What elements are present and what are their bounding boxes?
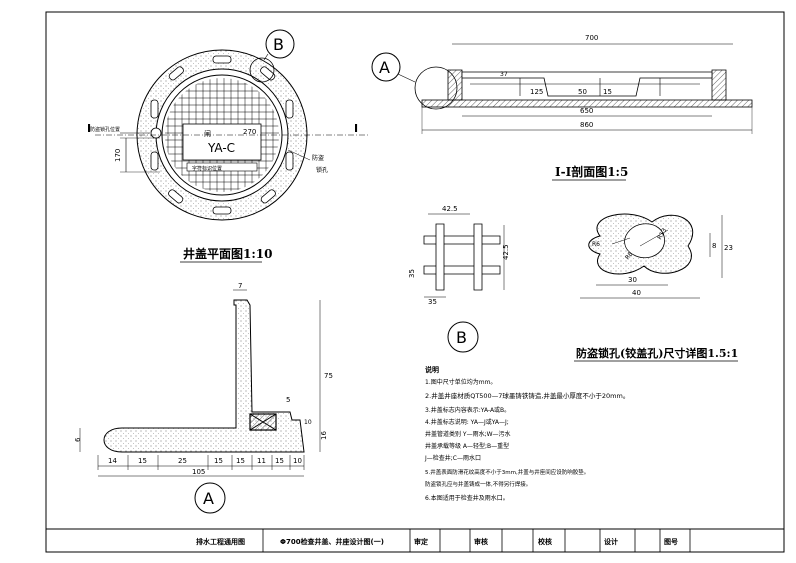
- dim-8: 8: [712, 242, 716, 250]
- dim-r6: R6: [592, 241, 600, 248]
- lock-caption: 防盗锁孔(铰盖孔)尺寸详图1.5:1: [576, 346, 738, 360]
- note-line-10: 6.本图适用于检查井及雨水口。: [425, 494, 509, 502]
- title-cell-4: 审核: [474, 537, 488, 546]
- callout-a-target: [414, 66, 458, 110]
- dim-42-5-h: 42.5: [442, 205, 458, 213]
- section-view: 700 37 125 50 15 650 860 A I-I剖面图1:5: [371, 34, 753, 181]
- callout-b2-circle: [447, 321, 479, 353]
- title-cell-6: 设计: [604, 537, 618, 546]
- section-caption: I-I剖面图1:5: [555, 164, 628, 179]
- plan-view: 闸 YA-C 270 字符标识位置 I I 170 防盗锁孔位置 防盗 锁孔 B…: [87, 29, 370, 263]
- dim-75: 75: [324, 372, 333, 380]
- bottom-dim-ticks: [97, 455, 305, 470]
- bottom-dim-4: 15: [214, 457, 223, 465]
- bottom-dim-3: 25: [178, 457, 187, 465]
- note-line-5: 井盖管道类别 Y—雨水;W—污水: [425, 430, 511, 438]
- dim-6: 6: [74, 437, 82, 442]
- label-plate: [182, 123, 262, 161]
- title-cell-5: 校核: [538, 537, 552, 546]
- dim-37: 37: [500, 71, 508, 78]
- notes-title: 说明: [425, 365, 439, 374]
- note-right-2: 锁孔: [316, 166, 328, 174]
- notes: 说明 1.图中尺寸单位均为mm。 2.井盖井座材质QT500—7球墨铸铁铸造,井…: [424, 365, 629, 502]
- dim-23: 23: [724, 244, 733, 252]
- lock-detail: R6 R8 R13 8 23 30 40 防盗锁孔(铰盖孔)尺寸详图1.5:1: [574, 213, 738, 362]
- dim-30: 30: [628, 276, 637, 284]
- bottom-dim-8: 10: [293, 457, 302, 465]
- dim-170: 170: [114, 149, 122, 162]
- callout-a: A: [379, 58, 390, 77]
- callout-a2: A: [203, 489, 214, 508]
- dim-r8: R8: [624, 251, 635, 262]
- dim-16: 16: [320, 431, 328, 440]
- bottom-dim-2: 15: [138, 457, 147, 465]
- grid-detail: 42.5 42.5 35 35 B: [408, 205, 510, 353]
- dim-42-5-v: 42.5: [502, 244, 510, 260]
- plan-caption: 井盖平面图1:10: [183, 246, 272, 261]
- cover-code: YA-C: [207, 141, 235, 155]
- callout-b2: B: [456, 328, 467, 347]
- title-cell-2: Φ700检查井盖、井座设计图(一): [280, 537, 384, 546]
- dim-15: 15: [603, 88, 612, 96]
- note-line-4: 4.井盖标志说明: YA—J或YA—J;: [425, 418, 509, 426]
- callout-b-circle: [265, 29, 295, 59]
- dim-650: 650: [580, 107, 593, 115]
- dim-40: 40: [632, 289, 641, 297]
- bottom-dim-1: 14: [108, 457, 117, 465]
- dim-5: 5: [286, 396, 290, 404]
- note-line-1: 1.图中尺寸单位均为mm。: [425, 378, 496, 386]
- note-right-1: 防盗: [312, 154, 324, 162]
- dim-270: 270: [243, 128, 256, 136]
- note-line-7: J—检查井;C—雨水口: [424, 454, 481, 462]
- dim-700: 700: [585, 34, 598, 42]
- bottom-label-strip: [186, 162, 258, 172]
- seat-right: [711, 69, 727, 101]
- dim-35b: 35: [428, 298, 437, 306]
- cover-mark: 闸: [204, 130, 211, 138]
- note-line-9: 防盗锁孔应与井盖铸成一体,不得另行焊接。: [425, 480, 531, 488]
- title-cell-7: 图号: [664, 537, 678, 546]
- lock-hole: [150, 127, 162, 139]
- grid-crosses: [423, 223, 501, 291]
- title-cell-3: 审定: [414, 537, 428, 546]
- note-line-2: 2.井盖井座材质QT500—7球墨铸铁铸造,井盖最小厚度不小于20mm。: [425, 391, 629, 400]
- seat-base: [421, 99, 753, 108]
- ring-slots: [150, 55, 294, 215]
- dim-860: 860: [580, 121, 593, 129]
- note-left: 防盗锁孔位置: [90, 126, 120, 133]
- callout-b-target: [249, 57, 275, 83]
- dim-7: 7: [238, 282, 242, 290]
- callout-a-circle: [371, 52, 401, 82]
- title-block: 排水工程通用图 Φ700检查井盖、井座设计图(一) 审定 审核 校核 设计 图号: [45, 528, 785, 553]
- dim-10: 10: [304, 419, 312, 426]
- bottom-dim-5: 15: [236, 457, 245, 465]
- section-mark-left: I: [87, 122, 91, 135]
- dim-50: 50: [578, 88, 587, 96]
- detail-a: 7 75 5 16 10 6 14 15 25 15 15 11 15 10 1…: [74, 282, 333, 514]
- seat-left: [447, 69, 463, 101]
- note-line-8: 5.井盖表面防滑花纹高度不小于3mm,井盖与井座间应设防响胶垫。: [425, 468, 589, 476]
- section-mark-right: I: [354, 122, 358, 135]
- note-line-6: 井盖承载等级 A—轻型;B—重型: [425, 442, 509, 450]
- dim-125: 125: [530, 88, 543, 96]
- callout-a2-circle: [194, 482, 226, 514]
- note-line-3: 3.井盖标志内容表示:YA-A或B。: [425, 406, 510, 414]
- note-bottom: 字符标识位置: [192, 165, 222, 172]
- callout-b: B: [273, 35, 284, 54]
- bottom-dim-7: 15: [275, 457, 284, 465]
- bottom-dim-6: 11: [257, 457, 266, 465]
- dim-35: 35: [408, 269, 416, 278]
- title-cell-1: 排水工程通用图: [196, 537, 245, 546]
- total-105: 105: [192, 468, 205, 476]
